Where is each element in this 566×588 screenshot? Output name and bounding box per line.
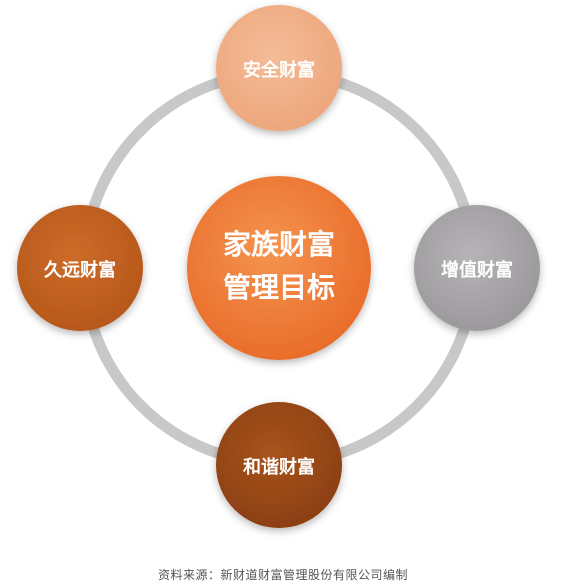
center-label-line1: 家族财富 bbox=[223, 228, 335, 261]
node-left-label: 久远财富 bbox=[44, 259, 116, 281]
node-top-circle bbox=[216, 5, 342, 131]
node-right-label: 增值财富 bbox=[441, 259, 513, 281]
node-left-lasting-wealth: 久远财富 bbox=[17, 205, 143, 331]
node-bottom-label: 和谐财富 bbox=[243, 456, 315, 478]
source-caption: 资料来源：新财道财富管理股份有限公司编制 bbox=[157, 568, 408, 582]
center-node: 家族财富 管理目标 bbox=[187, 176, 371, 360]
node-right-circle bbox=[414, 205, 540, 331]
node-top-label: 安全财富 bbox=[243, 59, 315, 81]
node-right-growth-wealth: 增值财富 bbox=[414, 205, 540, 331]
node-top-safe-wealth: 安全财富 bbox=[216, 5, 342, 131]
node-left-circle bbox=[17, 205, 143, 331]
node-bottom-harmony-wealth: 和谐财富 bbox=[216, 402, 342, 528]
center-label-line2: 管理目标 bbox=[223, 271, 335, 304]
center-circle bbox=[187, 176, 371, 360]
family-wealth-diagram: 家族财富 管理目标 安全财富 增值财富 和谐财富 久远财富 bbox=[17, 5, 540, 528]
node-bottom-circle bbox=[216, 402, 342, 528]
